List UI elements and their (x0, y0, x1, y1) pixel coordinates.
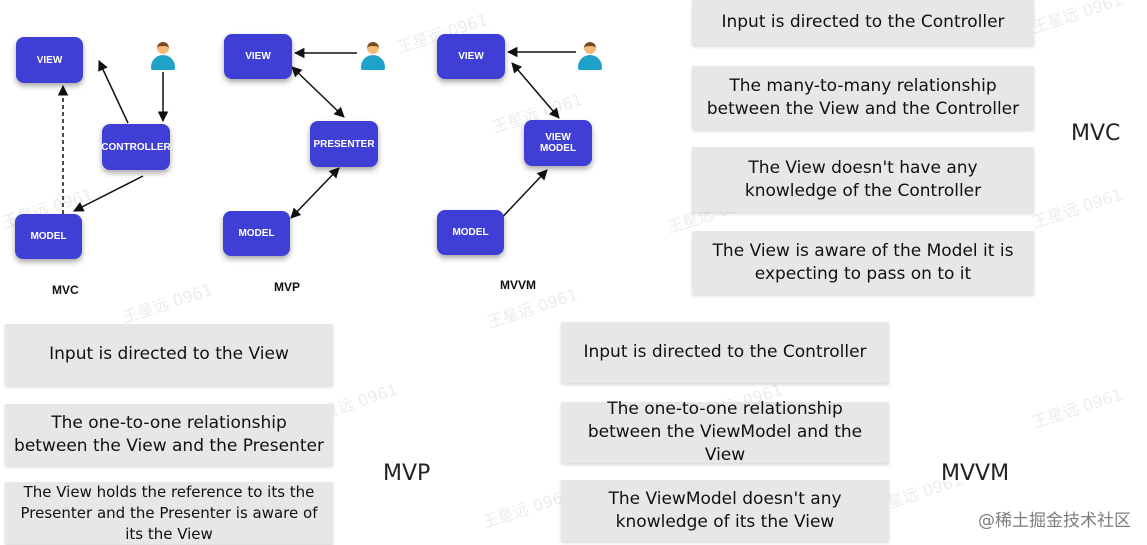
mvvm-section-label: MVVM (941, 461, 1010, 486)
watermark: 王星远 0961 (1029, 384, 1125, 432)
arrow-controller-to-model (73, 175, 144, 212)
mvvm-viewmodel-node: VIEW MODEL (524, 120, 592, 166)
mvc-diagram-label: MVC (52, 283, 79, 297)
mvp-section-label: MVP (383, 461, 431, 486)
mvc-point-box: The many-to-many relationship between th… (692, 66, 1034, 129)
watermark: 王星远 0961 (1029, 184, 1125, 232)
mvvm-model-node: MODEL (437, 210, 504, 255)
mvc-point-box: Input is directed to the Controller (692, 0, 1034, 45)
mvc-point-box: The View is aware of the Model it is exp… (692, 231, 1034, 294)
arrow-presenter-model (290, 167, 340, 219)
mvc-section-label: MVC (1071, 121, 1121, 146)
mvvm-point-box: Input is directed to the Controller (561, 322, 889, 383)
mvc-point-box: The View doesn't have any knowledge of t… (692, 147, 1034, 212)
user-icon (577, 42, 603, 70)
mvc-model-node: MODEL (15, 214, 82, 259)
watermark: 王星远 0961 (1029, 0, 1125, 37)
mvp-view-node: VIEW (224, 34, 292, 79)
mvvm-view-node: VIEW (437, 34, 505, 79)
arrow-controller-to-view (98, 60, 129, 124)
mvvm-point-box: The ViewModel doesn't any knowledge of i… (561, 480, 889, 541)
mvvm-diagram-label: MVVM (500, 278, 536, 292)
mvp-point-box: The one-to-one relationship between the … (5, 404, 333, 465)
user-icon (150, 42, 176, 70)
arrow-view-presenter (291, 66, 345, 118)
mvp-point-box: Input is directed to the View (5, 324, 333, 385)
mvvm-point-box: The one-to-one relationship between the … (561, 399, 889, 465)
mvp-presenter-node: PRESENTER (310, 121, 378, 167)
user-icon (360, 42, 386, 70)
mvp-diagram-label: MVP (274, 280, 301, 294)
diagram-connectors (57, 46, 576, 227)
mvc-view-node: VIEW (16, 37, 83, 83)
arrow-view-viewmodel (511, 62, 560, 119)
mvp-point-box: The View holds the reference to its the … (5, 482, 333, 544)
mvp-model-node: MODEL (223, 211, 290, 256)
mvc-controller-node: CONTROLLER (101, 124, 171, 170)
source-credit: @稀土掘金技术社区 (978, 511, 1131, 531)
